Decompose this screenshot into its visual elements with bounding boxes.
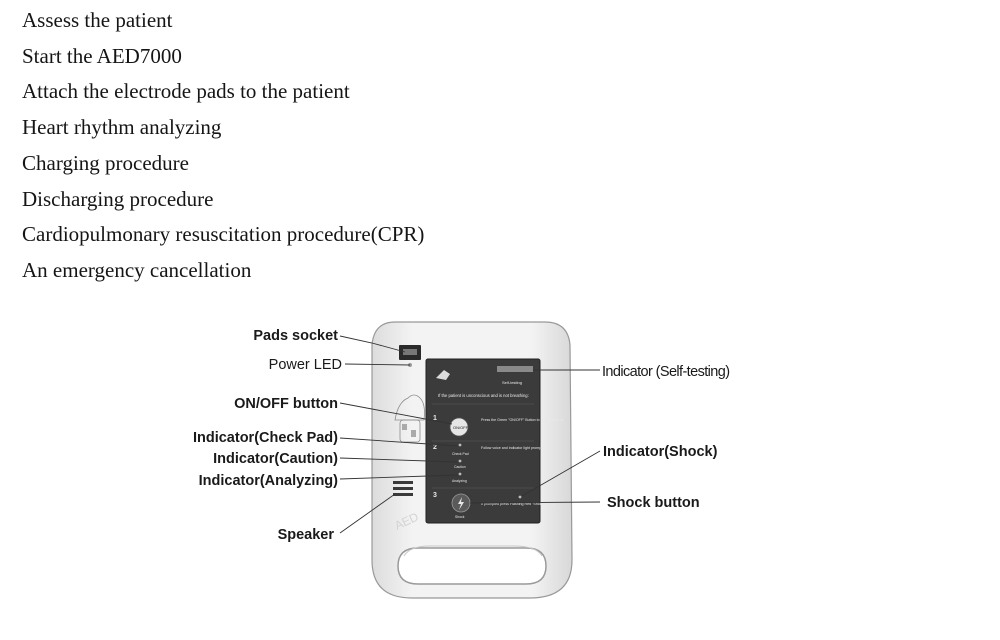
label-speaker: Speaker bbox=[278, 527, 335, 543]
step-item: An emergency cancellation bbox=[22, 257, 252, 282]
analyzing-text: Analyzing bbox=[452, 479, 467, 483]
label-pads-socket: Pads socket bbox=[253, 328, 338, 344]
caution-text: Caution bbox=[454, 465, 466, 469]
label-indicator-check-pad: Indicator(Check Pad) bbox=[193, 430, 338, 446]
label-indicator-analyzing: Indicator(Analyzing) bbox=[199, 473, 339, 489]
step-item: Start the AED7000 bbox=[22, 43, 182, 68]
step2-number: 2 bbox=[433, 444, 437, 451]
lightning-icon bbox=[458, 497, 464, 510]
self-test-text: Self-testing bbox=[502, 380, 522, 385]
shock-text: Shock bbox=[455, 515, 465, 519]
leader-lines bbox=[339, 335, 601, 534]
procedure-steps-list: Assess the patient Start the AED7000 Att… bbox=[22, 3, 424, 289]
analyzing-led bbox=[458, 472, 462, 476]
label-indicator-caution: Indicator(Caution) bbox=[213, 451, 338, 467]
step-item: Heart rhythm analyzing bbox=[22, 115, 222, 140]
brand-logo-icon bbox=[436, 370, 450, 380]
check-pad-text: Check Pad bbox=[452, 452, 469, 456]
label-on-off-button: ON/OFF button bbox=[234, 396, 338, 412]
step-item: Charging procedure bbox=[22, 150, 189, 175]
label-power-led: Power LED bbox=[269, 357, 342, 373]
torso-pad-illustration bbox=[394, 394, 425, 443]
step1-instruction-text: Press the Green "ON/OFF" Button to turn … bbox=[481, 418, 565, 422]
carry-handle bbox=[397, 547, 547, 585]
step-item: Attach the electrode pads to the patient bbox=[22, 79, 350, 104]
step-item: Cardiopulmonary resuscitation procedure(… bbox=[22, 222, 425, 247]
label-indicator-shock: Indicator(Shock) bbox=[603, 444, 718, 460]
label-shock-button: Shock button bbox=[607, 495, 700, 511]
step2-instruction-text: Follow voice and indicator light prompts… bbox=[481, 446, 545, 450]
on-off-button[interactable] bbox=[449, 417, 469, 437]
label-indicator-self-testing: Indicator (Self-testing) bbox=[602, 364, 729, 380]
on-off-key-label: ON/OFF bbox=[453, 425, 469, 430]
step-item: Assess the patient bbox=[22, 8, 173, 32]
step3-instruction-text: If prompted press Flashing Red "Shock" B… bbox=[481, 502, 556, 506]
caution-led bbox=[458, 459, 462, 463]
speaker-grille bbox=[393, 481, 413, 496]
step1-number: 1 bbox=[433, 415, 437, 422]
step3-number: 3 bbox=[433, 492, 437, 499]
aed-device: AED Self-testing If the patient is uncon… bbox=[371, 321, 573, 599]
shock-indicator-led bbox=[518, 495, 522, 499]
step1-intro-text: If the patient is unconscious and is not… bbox=[438, 393, 529, 398]
step-item: Discharging procedure bbox=[22, 186, 214, 211]
check-pad-led bbox=[458, 443, 462, 447]
